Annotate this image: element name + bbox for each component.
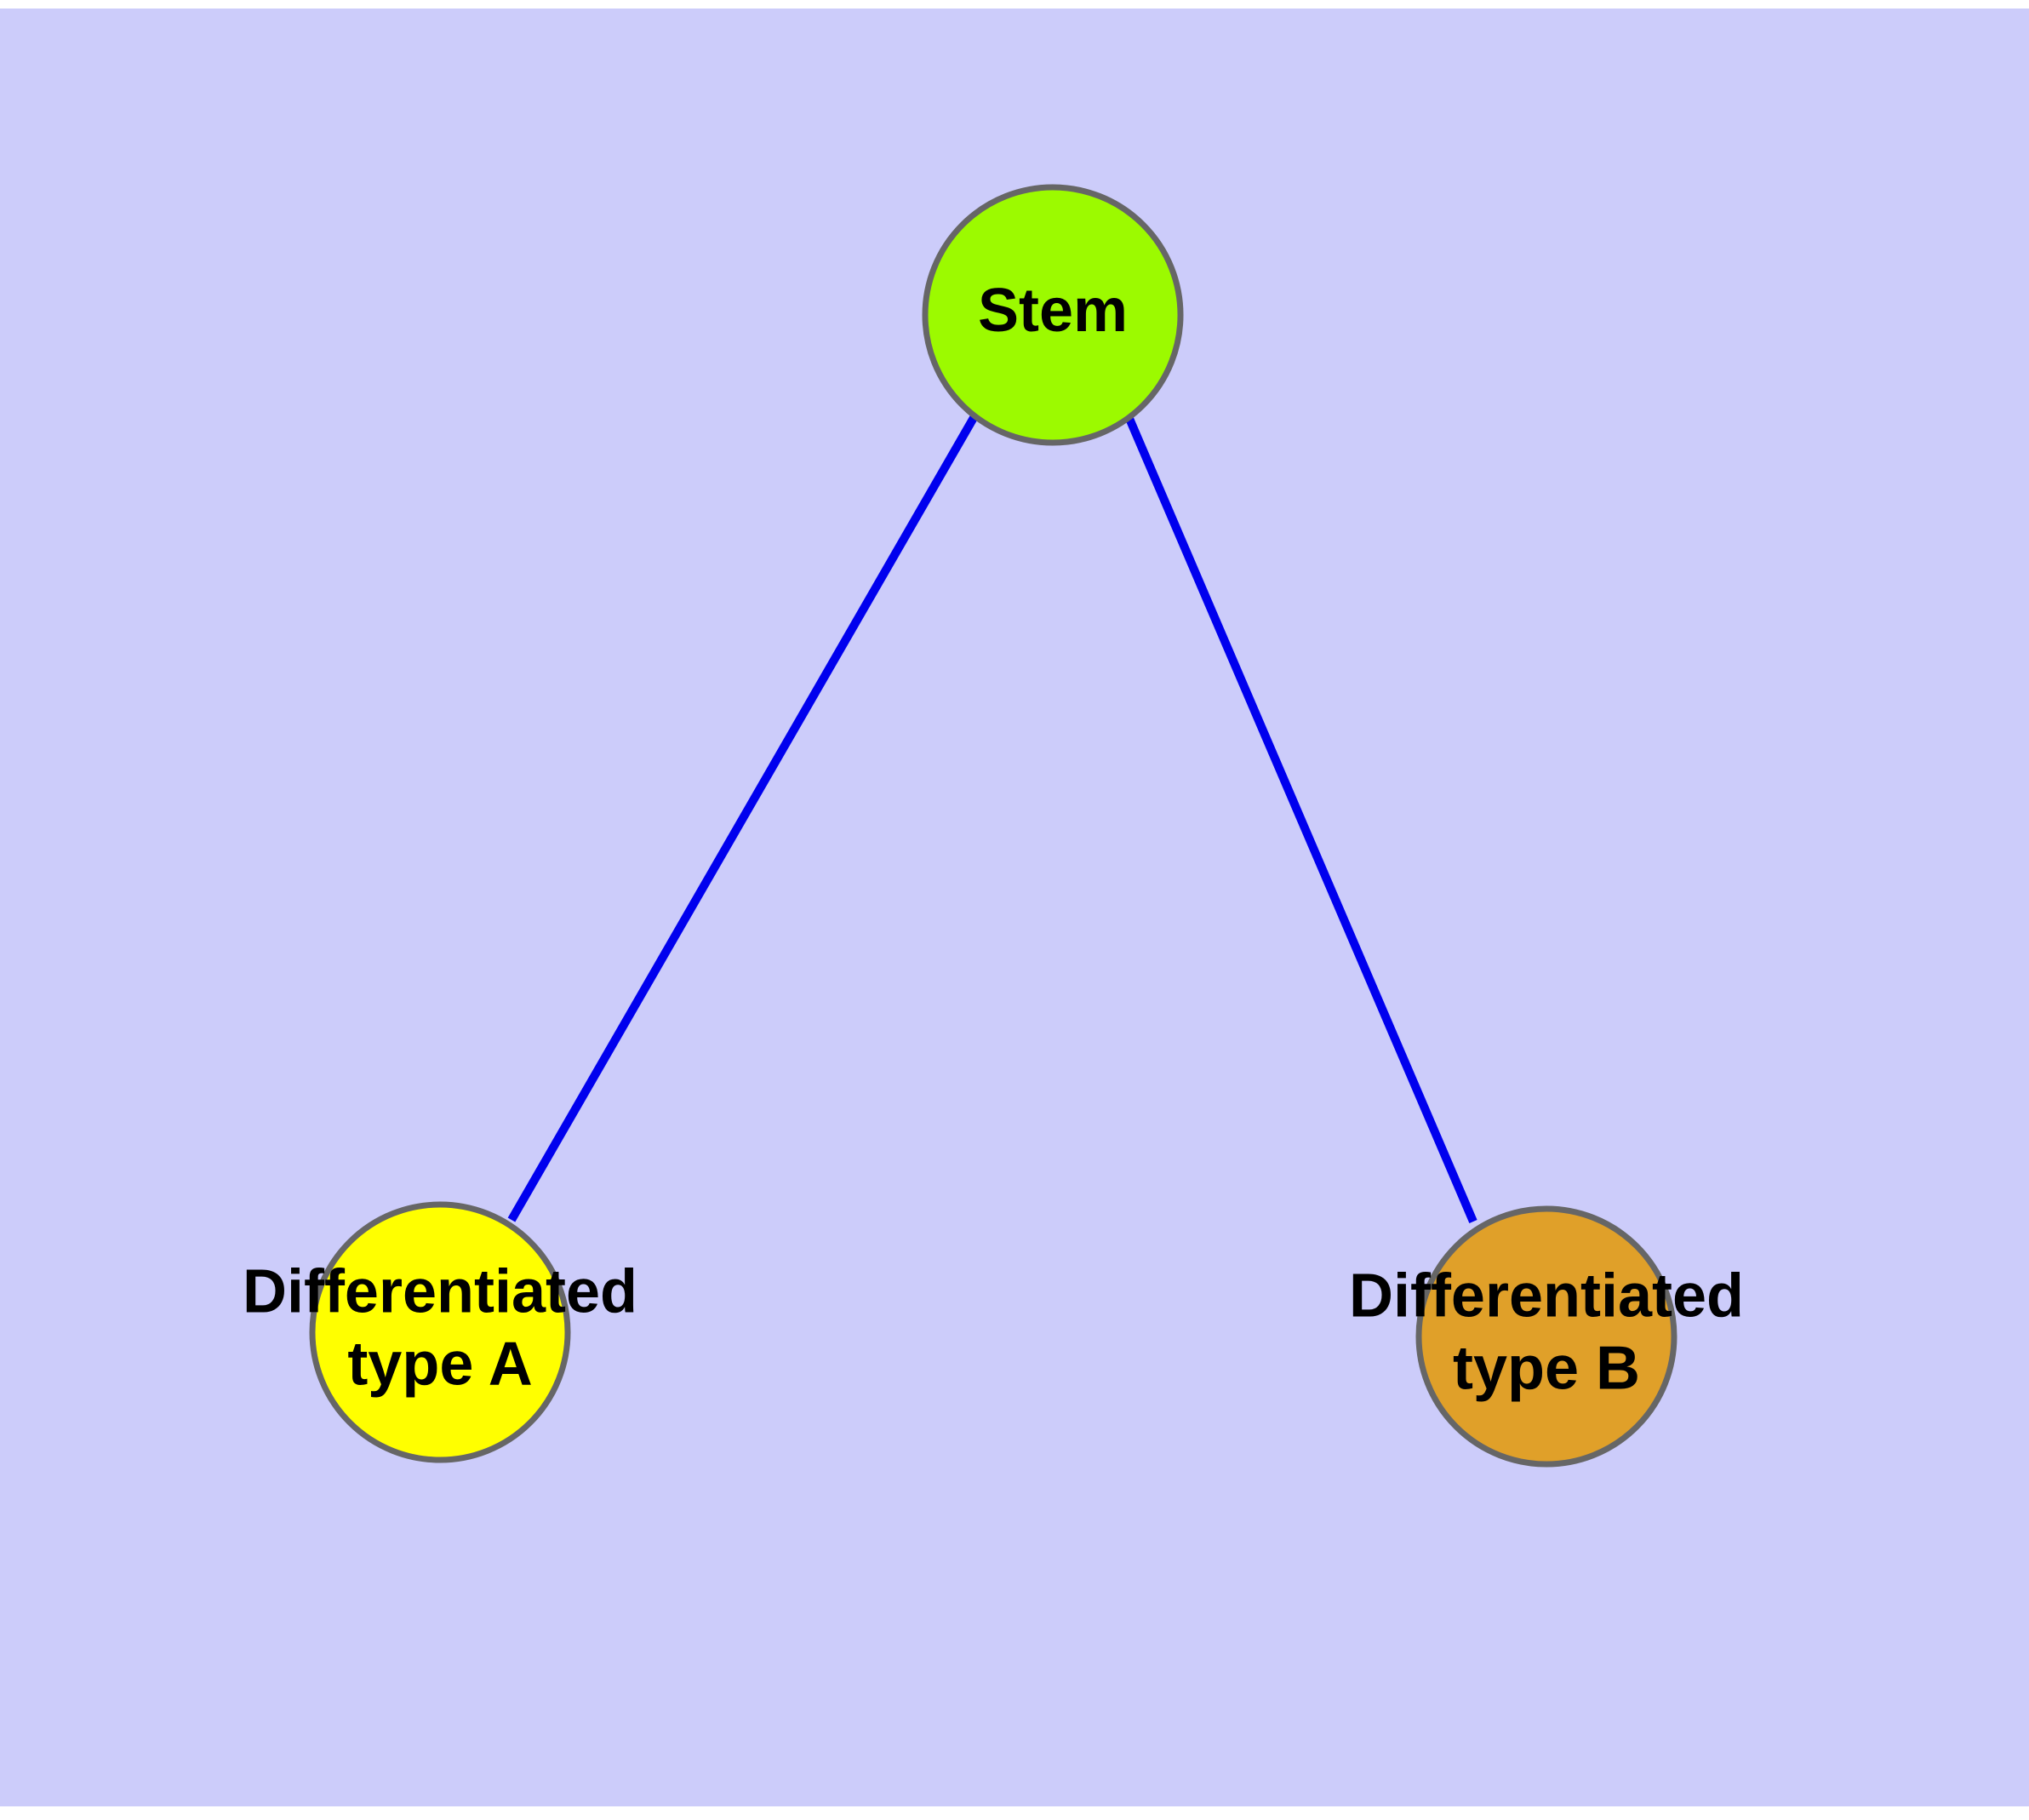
node-label-line: Differentiated [243, 1258, 637, 1326]
graph-node-diff_a[interactable] [309, 1201, 571, 1463]
node-circle[interactable] [1415, 1205, 1677, 1468]
graph-edge[interactable] [507, 414, 979, 1222]
node-label-line: Differentiated [1349, 1262, 1744, 1331]
node-label-line: type B [1453, 1334, 1640, 1402]
node-circle[interactable] [309, 1201, 571, 1463]
node-label-stem: Stem [978, 277, 1128, 345]
graph-edge[interactable] [1123, 413, 1477, 1223]
graph-node-diff_b[interactable] [1415, 1205, 1677, 1468]
graph-node-stem[interactable] [922, 184, 1184, 446]
node-circle[interactable] [922, 184, 1184, 446]
node-label-line: Stem [978, 277, 1128, 345]
edge-layer [507, 413, 1477, 1223]
node-label-line: type A [347, 1330, 532, 1398]
